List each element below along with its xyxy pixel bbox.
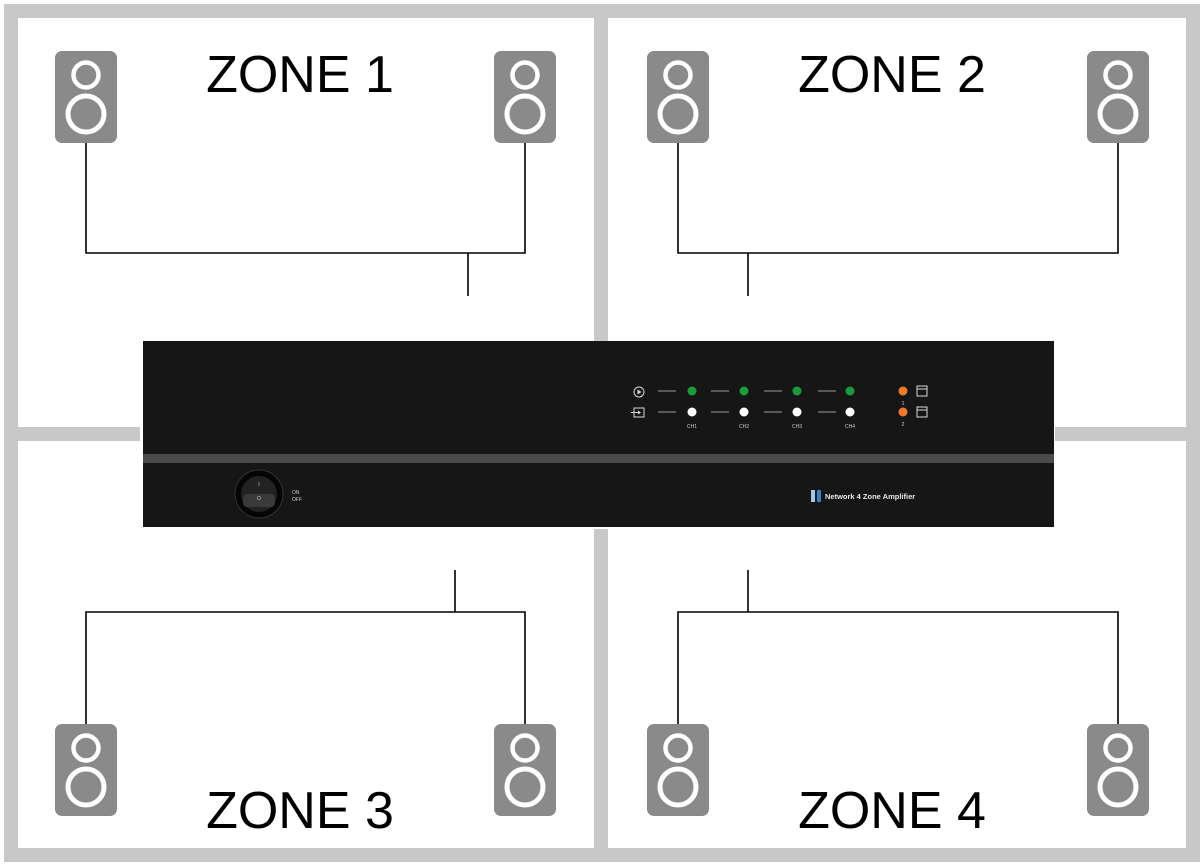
channel-1-status-led <box>687 407 697 417</box>
power-switch-on-mark: I <box>258 482 259 488</box>
wall-divider-vertical-top <box>594 4 608 341</box>
woofer-icon <box>65 93 107 135</box>
brand-bar-light <box>811 490 815 502</box>
zone-1-right-speaker-icon <box>494 51 556 143</box>
indicator-1-led <box>898 386 908 396</box>
indicator-leds: 12 <box>898 385 928 428</box>
zone-2-wire <box>677 143 1119 254</box>
woofer-icon <box>65 766 107 808</box>
tweeter-icon <box>510 60 540 90</box>
room-walls <box>4 4 1200 862</box>
zone-3-label: ZONE 3 <box>206 782 394 840</box>
play-icon <box>633 386 645 398</box>
tweeter-icon <box>1103 733 1133 763</box>
channel-2-label: CH2 <box>739 424 749 430</box>
zone-4-label: ZONE 4 <box>798 782 986 840</box>
zone-3-left-speaker-icon <box>55 724 117 816</box>
tweeter-icon <box>663 733 693 763</box>
brand-bar-dark <box>817 490 821 502</box>
zone-2-right-speaker-icon <box>1087 51 1149 143</box>
zone-2-label: ZONE 2 <box>798 46 986 104</box>
wall-divider-horizontal-left <box>4 427 140 441</box>
channel-4-label: CH4 <box>845 424 855 430</box>
channel-3-label: CH3 <box>792 424 802 430</box>
amplifier-chassis <box>143 341 1054 527</box>
storage-icon <box>916 385 928 397</box>
tweeter-icon <box>510 733 540 763</box>
zone-2-left-speaker-icon <box>647 51 709 143</box>
input-icon <box>631 407 645 418</box>
indicator-2-label: 2 <box>902 422 905 428</box>
power-switch-rocker-lower[interactable] <box>243 494 275 507</box>
channel-4-signal-led <box>845 386 855 396</box>
tweeter-icon <box>71 60 101 90</box>
power-off-label: OFF <box>292 497 302 503</box>
speaker-wiring <box>85 143 1119 724</box>
channel-1-signal-led <box>687 386 697 396</box>
woofer-icon <box>1097 93 1139 135</box>
woofer-icon <box>1097 766 1139 808</box>
storage-icon <box>916 406 928 418</box>
tweeter-icon <box>663 60 693 90</box>
zone-1-left-speaker-icon <box>55 51 117 143</box>
power-switch-off-mark: O <box>257 496 261 502</box>
channel-1-label: CH1 <box>687 424 697 430</box>
zone-4-wire <box>677 611 1119 724</box>
wall-divider-vertical-bottom <box>594 529 608 862</box>
power-switch[interactable]: I O <box>234 469 284 519</box>
tweeter-icon <box>1103 60 1133 90</box>
zone-1-wire <box>85 143 526 254</box>
power-on-label: ON <box>292 490 300 496</box>
woofer-icon <box>504 93 546 135</box>
wall-divider-horizontal-right <box>1055 427 1200 441</box>
channel-4-status-led <box>845 407 855 417</box>
zone-3-right-speaker-icon <box>494 724 556 816</box>
channel-3-signal-led <box>792 386 802 396</box>
channel-3-status-led <box>792 407 802 417</box>
woofer-icon <box>657 766 699 808</box>
indicator-2-led <box>898 407 908 417</box>
channel-leds: CH1 CH2 CH3 CH4 <box>658 386 855 430</box>
speakers <box>55 51 1149 816</box>
zone-4-left-speaker-icon <box>647 724 709 816</box>
woofer-icon <box>504 766 546 808</box>
woofer-icon <box>657 93 699 135</box>
amplifier-trim-strip <box>143 454 1054 463</box>
channel-2-status-led <box>739 407 749 417</box>
product-name-label: Network 4 Zone Amplifier <box>825 492 915 501</box>
tweeter-icon <box>71 733 101 763</box>
indicator-1-label: 1 <box>902 401 905 407</box>
channel-2-signal-led <box>739 386 749 396</box>
zone-4-right-speaker-icon <box>1087 724 1149 816</box>
zone-1-label: ZONE 1 <box>206 46 394 104</box>
zone-3-wire <box>85 611 526 724</box>
